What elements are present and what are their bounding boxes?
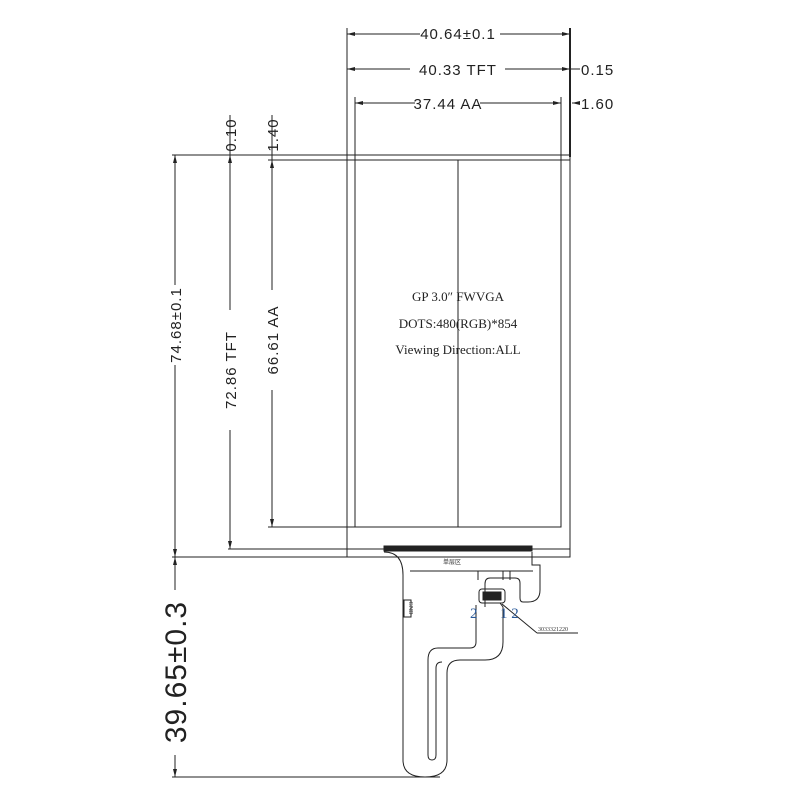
panel-model: GP 3.0″ FWVGA [412,289,505,304]
gnd-box [403,599,412,618]
gnd-label: GND [407,602,413,616]
panel-resolution: DOTS:480(RGB)*854 [399,316,518,331]
leader-line [501,603,538,634]
dim-top-offset-tft: 0.10 [223,118,240,151]
pin-label-left: 2 [470,606,478,622]
dim-aa-width: 37.44 AA [414,96,483,113]
pin-label-right: 1 2 [500,606,519,622]
dim-tft-height: 72.86 TFT [223,331,240,409]
fpc-bonding-strip [383,545,533,552]
dim-outline-height: 74.68±0.1 [168,287,185,363]
dim-tft-width: 40.33 TFT [419,62,497,79]
dim-aa-height: 66.61 AA [265,306,282,375]
fpc-area-label: 单层区 [443,558,461,566]
panel-outline [346,154,571,558]
connector-part-number: 3033321220 [538,627,568,633]
dim-right-offset-aa: 1.60 [581,96,614,113]
dim-fpc-length: 39.65±0.3 [160,601,193,743]
fpc-connector [478,588,506,604]
fpc-outline [383,551,504,778]
dim-outline-width: 40.64±0.1 [420,26,496,43]
panel-viewing-direction: Viewing Direction:ALL [395,342,520,357]
dim-top-offset-aa: 1.40 [265,118,282,151]
dim-right-offset-top: 0.15 [581,62,614,79]
